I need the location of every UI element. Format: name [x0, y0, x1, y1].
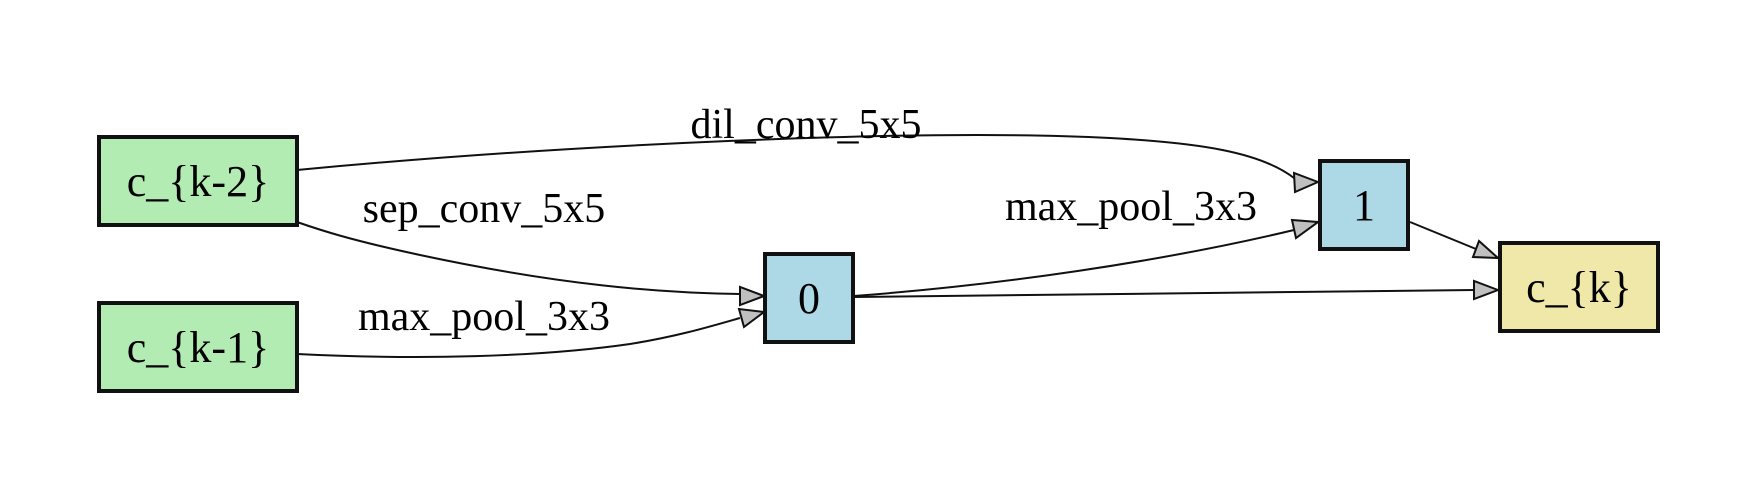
edge-ck2-to-0: sep_conv_5x5	[296, 186, 767, 307]
input-node-box	[97, 135, 299, 227]
node-label: c_{k}	[1526, 263, 1632, 312]
node-1: 1	[1318, 159, 1410, 251]
arrowhead-icon	[739, 285, 767, 307]
edge-line	[1409, 221, 1477, 250]
node-label: 1	[1353, 181, 1375, 230]
output-node-box	[1498, 241, 1660, 333]
edge-1-to-ck	[1409, 221, 1501, 260]
arrowhead-icon	[1290, 218, 1321, 240]
edge-line	[296, 134, 1295, 179]
node-label: c_{k-2}	[127, 157, 269, 206]
edge-line	[296, 221, 741, 295]
node-label: c_{k-1}	[127, 323, 269, 372]
arrowhead-icon	[1473, 279, 1501, 301]
edge-label-max-pool-a: max_pool_3x3	[358, 294, 610, 340]
edge-0-to-ck	[853, 279, 1501, 301]
intermediate-node-box	[1318, 159, 1410, 251]
edge-0-to-1: max_pool_3x3	[853, 184, 1321, 297]
edge-label-max-pool-b: max_pool_3x3	[1005, 184, 1257, 230]
node-label: 0	[798, 274, 820, 323]
arrowhead-icon	[737, 307, 767, 329]
arrowhead-icon	[1292, 171, 1321, 194]
edge-label-dil-conv: dil_conv_5x5	[691, 102, 922, 148]
edge-ck1-to-0: max_pool_3x3	[296, 294, 767, 358]
node-ck2: c_{k-2}	[97, 135, 299, 227]
intermediate-node-box	[763, 252, 855, 344]
edge-line	[853, 289, 1475, 298]
edge-ck2-to-1: dil_conv_5x5	[296, 102, 1321, 194]
arrowhead-icon	[1471, 239, 1501, 260]
edge-label-sep-conv: sep_conv_5x5	[363, 186, 606, 232]
node-0: 0	[763, 252, 855, 344]
edge-line	[296, 317, 741, 358]
edge-line	[853, 229, 1295, 297]
node-ck1: c_{k-1}	[97, 301, 299, 393]
input-node-box	[97, 301, 299, 393]
node-ck: c_{k}	[1498, 241, 1660, 333]
